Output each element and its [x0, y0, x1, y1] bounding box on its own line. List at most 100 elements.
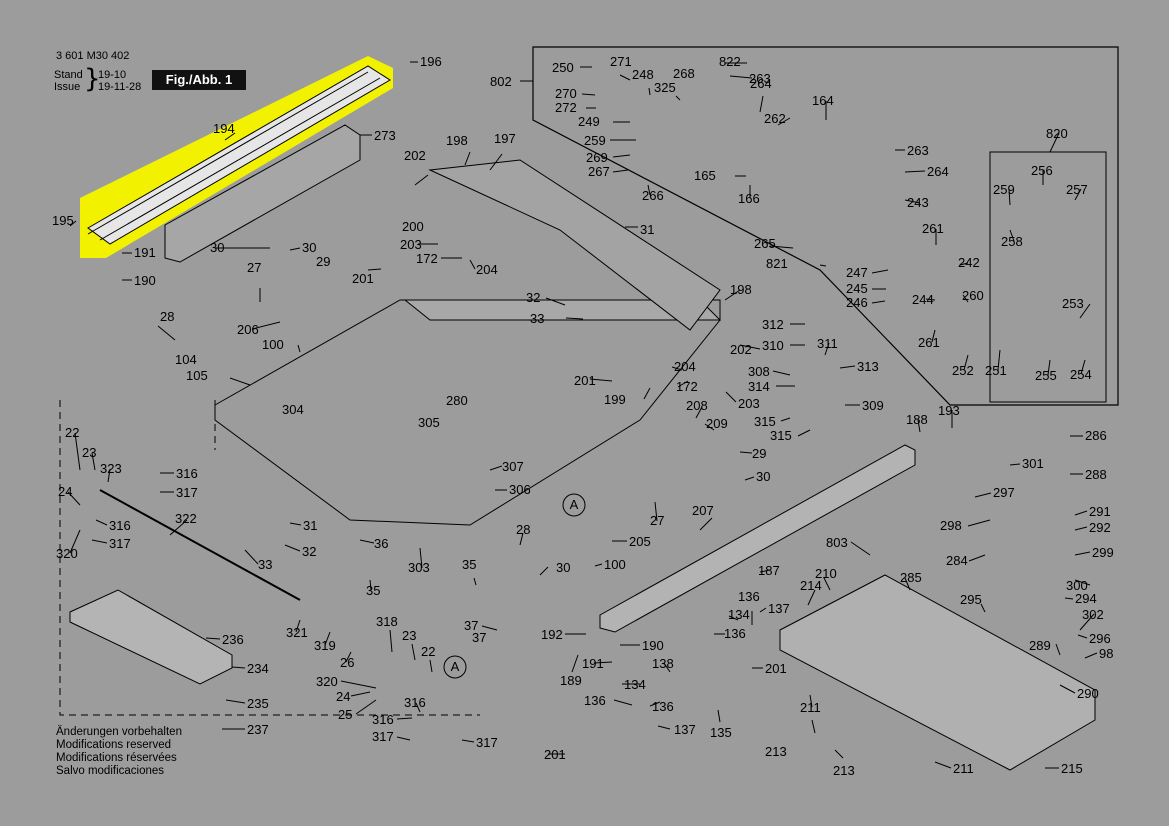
part-callout-33: 33	[530, 311, 544, 326]
part-callout-295: 295	[960, 592, 982, 607]
part-callout-210: 210	[815, 566, 837, 581]
part-callout-306: 306	[509, 482, 531, 497]
part-callout-248: 248	[632, 67, 654, 82]
part-callout-29: 29	[316, 254, 330, 269]
part-callout-319: 319	[314, 638, 336, 653]
part-callout-30: 30	[210, 240, 224, 255]
part-callout-821: 821	[766, 256, 788, 271]
part-callout-263: 263	[749, 71, 771, 86]
part-callout-28: 28	[516, 522, 530, 537]
part-callout-316: 316	[176, 466, 198, 481]
part-callout-258: 258	[1001, 234, 1023, 249]
part-callout-202: 202	[404, 148, 426, 163]
part-callout-136: 136	[738, 589, 760, 604]
part-callout-266: 266	[642, 188, 664, 203]
part-callout-134: 134	[728, 607, 750, 622]
part-callout-31: 31	[640, 222, 654, 237]
part-callout-201: 201	[765, 661, 787, 676]
part-callout-98: 98	[1099, 646, 1113, 661]
part-callout-270: 270	[555, 86, 577, 101]
issue-value: 19-11-28	[98, 81, 142, 93]
footer-line: Salvo modificaciones	[56, 765, 165, 777]
part-callout-172: 172	[676, 379, 698, 394]
part-callout-259: 259	[993, 182, 1015, 197]
part-callout-272: 272	[555, 100, 577, 115]
part-callout-199: 199	[604, 392, 626, 407]
part-callout-314: 314	[748, 379, 770, 394]
part-callout-246: 246	[846, 295, 868, 310]
part-callout-31: 31	[303, 518, 317, 533]
part-callout-315: 315	[770, 428, 792, 443]
part-callout-213: 213	[765, 744, 787, 759]
subassembly-outline	[532, 46, 1119, 406]
doc-number: 3 601 M30 402	[56, 50, 130, 62]
part-callout-244: 244	[912, 292, 934, 307]
part-callout-317: 317	[176, 485, 198, 500]
part-callout-30: 30	[302, 240, 316, 255]
part-callout-308: 308	[748, 364, 770, 379]
part-callout-261: 261	[922, 221, 944, 236]
part-callout-201: 201	[352, 271, 374, 286]
sliding-table-803	[779, 574, 1096, 771]
brace-glyph: }	[84, 64, 101, 94]
part-callout-172: 172	[416, 251, 438, 266]
part-callout-136: 136	[652, 699, 674, 714]
part-callout-187: 187	[758, 563, 780, 578]
part-callout-261: 261	[918, 335, 940, 350]
part-callout-301: 301	[1022, 456, 1044, 471]
part-callout-202: 202	[730, 342, 752, 357]
part-callout-166: 166	[738, 191, 760, 206]
part-callout-24: 24	[58, 484, 72, 499]
part-callout-316: 316	[372, 712, 394, 727]
part-callout-194: 194	[213, 121, 235, 136]
part-callout-26: 26	[340, 655, 354, 670]
stand-value: 19-10	[98, 69, 127, 81]
part-callout-242: 242	[958, 255, 980, 270]
part-callout-32: 32	[302, 544, 316, 559]
subassembly-820-frame	[989, 151, 1107, 403]
part-callout-190: 190	[134, 273, 156, 288]
part-callout-208: 208	[686, 398, 708, 413]
part-callout-289: 289	[1029, 638, 1051, 653]
part-callout-303: 303	[408, 560, 430, 575]
part-callout-37: 37	[464, 618, 478, 633]
part-callout-35: 35	[366, 583, 380, 598]
part-callout-311: 311	[817, 336, 838, 351]
part-callout-23: 23	[82, 445, 96, 460]
part-callout-294: 294	[1075, 591, 1097, 606]
figure-title: Fig./Abb. 1	[152, 70, 246, 90]
part-callout-209: 209	[706, 416, 728, 431]
part-callout-193: 193	[938, 403, 960, 418]
part-callout-302: 302	[1082, 607, 1104, 622]
part-callout-196: 196	[420, 54, 442, 69]
issue-label: Issue	[54, 81, 81, 93]
part-callout-286: 286	[1085, 428, 1107, 443]
part-callout-245: 245	[846, 281, 868, 296]
part-callout-100: 100	[262, 337, 284, 352]
part-callout-322: 322	[175, 511, 197, 526]
part-callout-265: 265	[754, 236, 776, 251]
part-callout-191: 191	[582, 656, 604, 671]
part-callout-136: 136	[584, 693, 606, 708]
part-callout-250: 250	[552, 60, 574, 75]
part-callout-288: 288	[1085, 467, 1107, 482]
part-callout-249: 249	[578, 114, 600, 129]
part-callout-269: 269	[586, 150, 608, 165]
part-callout-25: 25	[338, 707, 352, 722]
part-callout-298: 298	[940, 518, 962, 533]
part-callout-309: 309	[862, 398, 884, 413]
part-callout-318: 318	[376, 614, 398, 629]
part-callout-323: 323	[100, 461, 122, 476]
part-callout-137: 137	[768, 601, 790, 616]
part-callout-316: 316	[404, 695, 426, 710]
part-callout-253: 253	[1062, 296, 1084, 311]
part-callout-263: 263	[907, 143, 929, 158]
part-callout-257: 257	[1066, 182, 1088, 197]
part-callout-291: 291	[1089, 504, 1111, 519]
extension-rail-207	[599, 444, 916, 633]
part-callout-325: 325	[654, 80, 676, 95]
part-callout-32: 32	[526, 290, 540, 305]
part-callout-211: 211	[953, 761, 974, 776]
part-callout-203: 203	[738, 396, 760, 411]
part-callout-290: 290	[1077, 686, 1099, 701]
